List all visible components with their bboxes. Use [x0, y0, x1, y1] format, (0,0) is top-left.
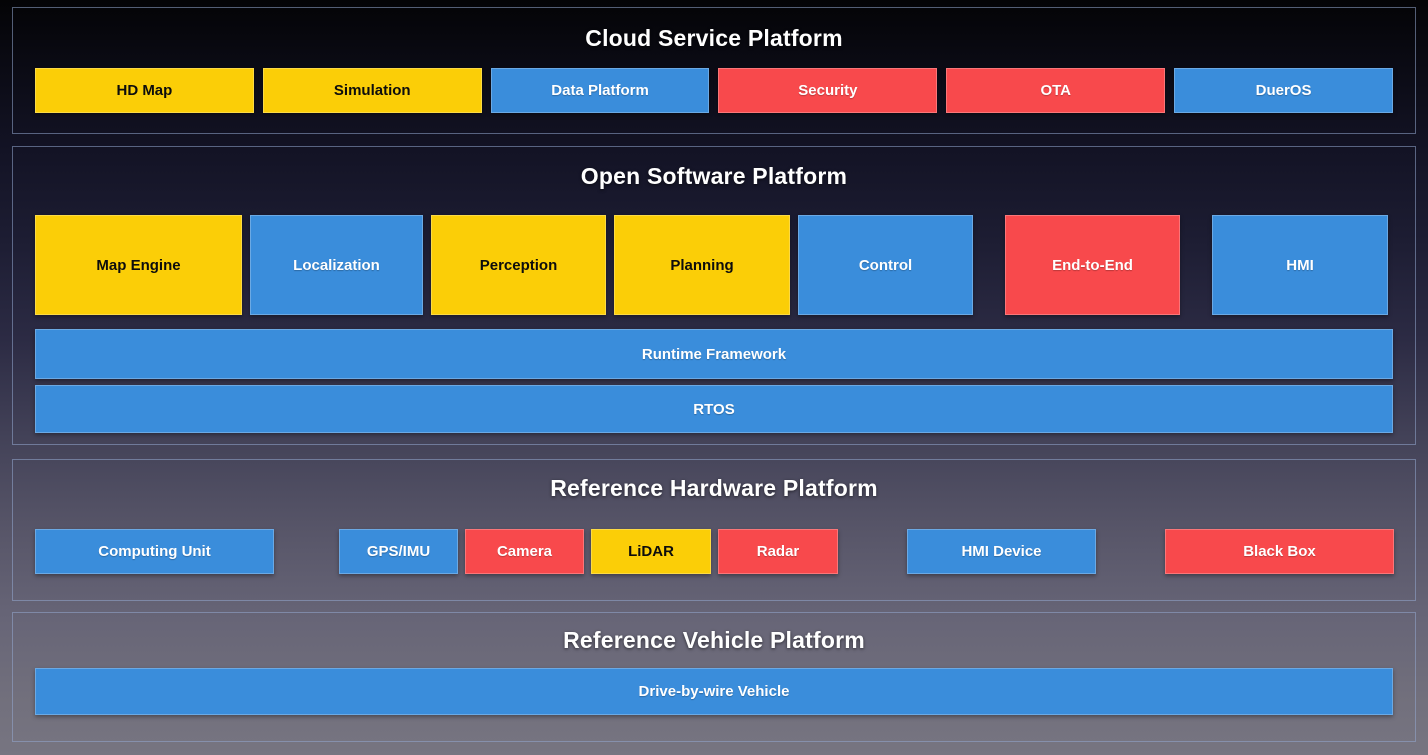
block-black-box: Black Box: [1165, 529, 1394, 574]
bar-runtime-framework: Runtime Framework: [35, 329, 1393, 379]
block-end-to-end: End-to-End: [1005, 215, 1180, 315]
block-gps-imu: GPS/IMU: [339, 529, 458, 574]
bar-drive-by-wire-vehicle: Drive-by-wire Vehicle: [35, 668, 1393, 715]
cloud-section-title: Cloud Service Platform: [585, 25, 843, 51]
block-radar: Radar: [718, 529, 838, 574]
hardware-section-title: Reference Hardware Platform: [550, 475, 878, 501]
block-security: Security: [718, 68, 938, 113]
section-open-software-platform: Open Software Platform Map Engine Locali…: [12, 146, 1416, 445]
block-planning: Planning: [614, 215, 790, 315]
hardware-row: Computing Unit GPS/IMU Camera LiDAR Rada…: [35, 529, 1394, 574]
cloud-services-row: HD Map Simulation Data Platform Security…: [35, 68, 1393, 113]
block-localization: Localization: [250, 215, 423, 315]
block-control: Control: [798, 215, 973, 315]
vehicle-section-title: Reference Vehicle Platform: [563, 627, 865, 653]
block-simulation: Simulation: [262, 68, 482, 113]
block-perception: Perception: [431, 215, 606, 315]
section-reference-vehicle-platform: Reference Vehicle Platform Drive-by-wire…: [12, 612, 1416, 742]
block-computing-unit: Computing Unit: [35, 529, 274, 574]
section-cloud-service-platform: Cloud Service Platform HD Map Simulation…: [12, 7, 1416, 134]
block-data-platform: Data Platform: [490, 68, 710, 113]
block-hmi: HMI: [1212, 215, 1388, 315]
block-map-engine: Map Engine: [35, 215, 242, 315]
block-lidar: LiDAR: [591, 529, 711, 574]
bar-rtos: RTOS: [35, 385, 1393, 433]
software-modules-row: Map Engine Localization Perception Plann…: [35, 215, 1393, 315]
block-camera: Camera: [465, 529, 584, 574]
block-hmi-device: HMI Device: [907, 529, 1096, 574]
section-reference-hardware-platform: Reference Hardware Platform Computing Un…: [12, 459, 1416, 601]
block-dueros: DuerOS: [1174, 68, 1393, 113]
block-ota: OTA: [946, 68, 1166, 113]
block-hd-map: HD Map: [35, 68, 254, 113]
software-section-title: Open Software Platform: [580, 163, 848, 189]
